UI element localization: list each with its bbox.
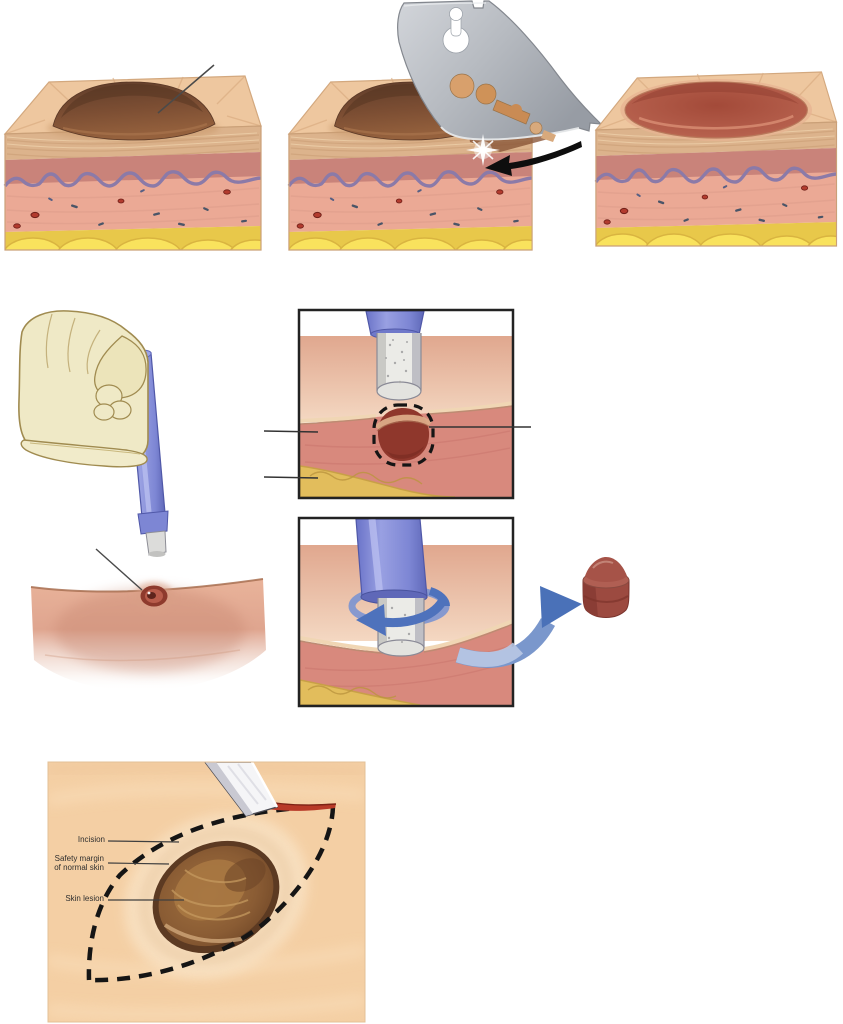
skin-lesion-label: Skin lesion	[65, 894, 104, 903]
rotation-arrow	[356, 587, 450, 636]
extraction-arrow	[455, 586, 582, 668]
glove-thumb	[20, 439, 148, 468]
punch-panel-placement	[263, 308, 531, 500]
shave-wound	[620, 79, 813, 141]
panel-2-frame	[297, 516, 515, 708]
dashed-punch-outline	[372, 403, 435, 467]
incision-leader-line	[107, 840, 180, 843]
safety-margin-leader-line	[107, 862, 170, 865]
small-lesion-pointer-line	[95, 548, 143, 591]
lesion-pointer-line	[157, 64, 215, 114]
razor-blade	[397, 0, 603, 142]
shave-step-3-skin-block	[594, 72, 843, 274]
incision-label: Incision	[77, 835, 105, 844]
excision-skin-lesion	[152, 840, 280, 954]
skin-mound	[30, 578, 266, 691]
biopsy-specimen	[582, 557, 630, 618]
shave-sparkle	[466, 134, 500, 166]
punch-tool-tip	[365, 311, 425, 401]
gloved-hand	[18, 310, 149, 468]
leader-line-fat	[263, 476, 319, 479]
excision-dashed-outline	[86, 803, 336, 983]
punch-tool-collar	[137, 510, 169, 535]
punch-panel-rotation	[297, 516, 515, 708]
safety-margin-label: Safety margin of normal skin	[54, 854, 104, 872]
shave-direction-arrow	[485, 141, 582, 176]
punch-tool-metal-tip	[145, 530, 167, 556]
panel-1-frame	[297, 308, 515, 500]
leader-line-dermis	[263, 430, 319, 433]
razor-blade-cutouts	[442, 7, 556, 142]
shave-step-1-skin-block	[3, 76, 281, 278]
excision-panel	[47, 761, 366, 1023]
scalpel	[204, 762, 279, 817]
small-skin-lesion	[133, 582, 175, 612]
